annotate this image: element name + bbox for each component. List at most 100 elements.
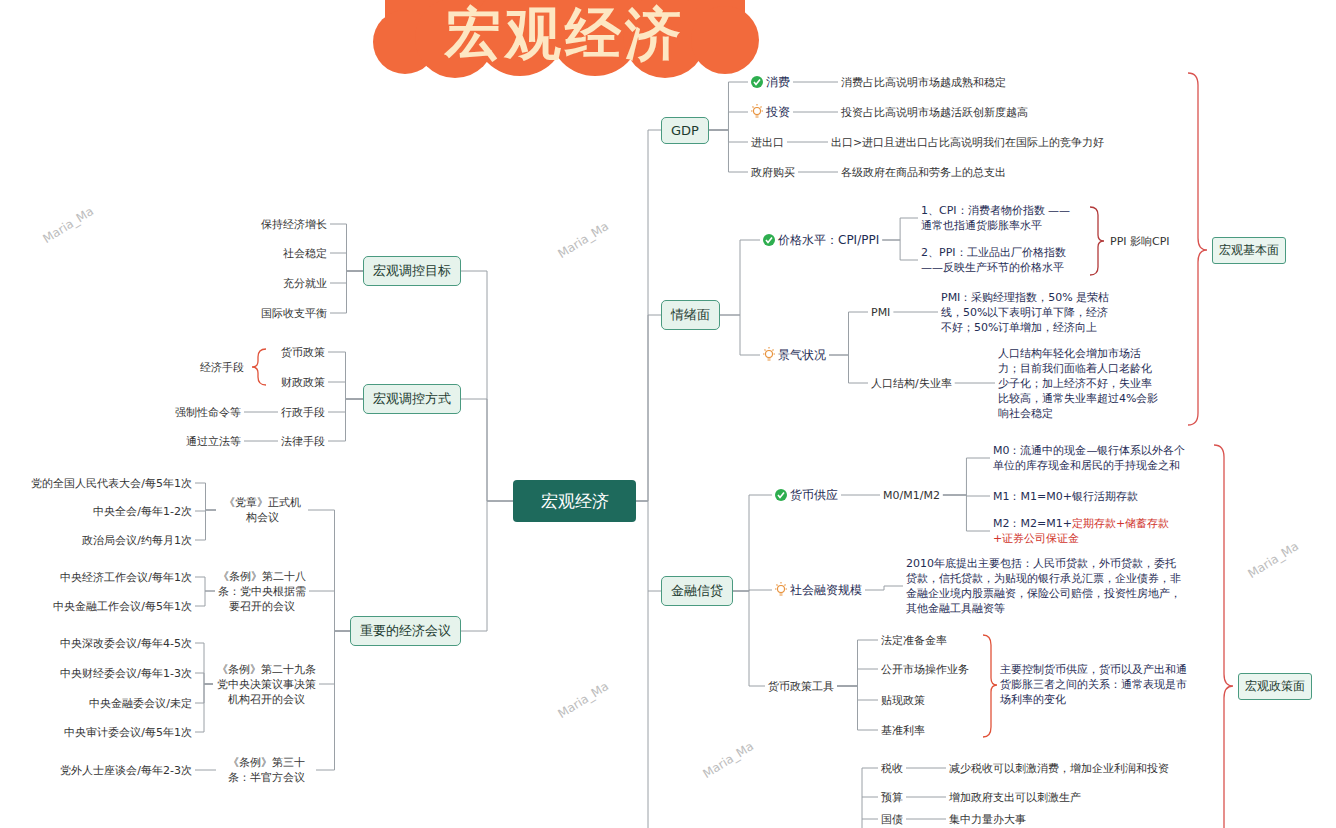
leaf-text: 充分就业 xyxy=(280,275,330,292)
node-text: 《条例》第三十条：半官方会议 xyxy=(219,755,313,785)
node-text: 财政政策 xyxy=(281,375,325,390)
node-text: 税收 xyxy=(881,761,903,776)
watermark: Maria_Ma xyxy=(555,219,611,262)
node-text: 社会稳定 xyxy=(283,246,327,261)
leaf-text: 财政政策 xyxy=(278,374,328,391)
node-text: 法定准备金率 xyxy=(881,633,947,648)
connector xyxy=(709,130,748,172)
label-text: PPI 影响CPI xyxy=(1110,234,1170,249)
node-text: M0/M1/M2 xyxy=(883,488,940,503)
node-text: 中央深改委会议/每年4-5次 xyxy=(60,636,192,651)
connector xyxy=(195,483,216,510)
node-text: 贴现政策 xyxy=(881,693,925,708)
branch-line xyxy=(648,591,878,828)
leaf-text: 法定准备金率 xyxy=(878,632,950,649)
leaf-text: 社会融资规模 xyxy=(772,582,865,599)
connector xyxy=(709,112,748,130)
leaf-text: 集中力量办大事 xyxy=(946,811,1029,828)
leaf-text: 各级政府在商品和劳务上的总支出 xyxy=(838,164,1009,181)
label-text: Maria_Ma xyxy=(40,204,96,247)
branch-box: 情绪面 xyxy=(661,300,720,330)
connector xyxy=(943,495,990,531)
connector xyxy=(837,669,878,686)
node-text: PMI：采购经理指数，50% 是荣枯线，50%以下表明订单下降，经济不好；50%… xyxy=(941,290,1117,335)
leaf-text: 中央深改委会议/每年4-5次 xyxy=(57,635,195,652)
label-text: 主要控制货币供应，货币以及产出和通货膨胀三者之间的关系：通常表现是市场利率的变化 xyxy=(1000,662,1190,707)
node-text: 中央财经委会议/每年1-3次 xyxy=(60,666,192,681)
connector xyxy=(328,382,363,399)
watermark: Maria_Ma xyxy=(700,739,756,782)
connector xyxy=(955,383,995,384)
node-text: 景气状况 xyxy=(778,348,826,363)
leaf-text: 中央财经委会议/每年1-3次 xyxy=(57,665,195,682)
leaf-text: 预算 xyxy=(878,789,906,806)
node-text: 价格水平：CPI/PPI xyxy=(778,233,879,248)
connector xyxy=(893,312,938,313)
connector xyxy=(841,495,880,496)
leaf-text: 货币政策工具 xyxy=(765,678,837,695)
node-text: 2010年底提出主要包括：人民币贷款，外币贷款，委托贷款，信托贷款，为贴现的银行… xyxy=(906,556,1186,616)
leaf-text: PMI xyxy=(868,304,893,321)
watermark: Maria_Ma xyxy=(555,679,611,722)
connector xyxy=(461,399,513,501)
node-text: 货币供应 xyxy=(790,488,838,503)
node-text: 行政手段 xyxy=(281,405,325,420)
connector xyxy=(195,684,213,732)
leaf-text: 公开市场操作业务 xyxy=(878,661,972,678)
check-icon xyxy=(751,76,787,501)
leaf-text: 减少税收可以刺激消费，增加企业利润和投资 xyxy=(946,760,1172,777)
summary-box: 宏观政策面 xyxy=(1238,673,1312,700)
node-text: 政府购买 xyxy=(751,165,795,180)
node-text: 国债 xyxy=(881,812,903,827)
note-text: PMI：采购经理指数，50% 是荣枯线，50%以下表明订单下降，经济不好；50%… xyxy=(938,289,1120,336)
connector xyxy=(195,577,215,591)
node-text: 宏观调控方式 xyxy=(373,390,451,408)
connector xyxy=(461,271,513,501)
leaf-text: 中央金融工作会议/每5年1次 xyxy=(50,598,195,615)
connector xyxy=(636,501,661,591)
node-text: 党外人士座谈会/每年2-3次 xyxy=(60,763,192,778)
node-text: 中央金融委会议/未定 xyxy=(89,696,192,711)
connector xyxy=(906,768,946,769)
node-text: 进出口 xyxy=(751,135,784,150)
connector xyxy=(793,112,838,113)
connector xyxy=(943,458,990,495)
node-text: 集中力量办大事 xyxy=(949,812,1026,827)
title: 宏观经济 xyxy=(445,2,685,66)
leaf-text: 税收 xyxy=(878,760,906,777)
leaf-text: 政府购买 xyxy=(748,164,798,181)
label-text: Maria_Ma xyxy=(555,679,611,722)
connector xyxy=(195,673,213,684)
node-text: 宏观基本面 xyxy=(1219,242,1279,259)
node-text: 充分就业 xyxy=(283,276,327,291)
node-text: 投资 xyxy=(766,105,790,120)
node-text: 中央金融工作会议/每5年1次 xyxy=(53,599,192,614)
leaf-text: 景气状况 xyxy=(760,347,829,364)
leaf-text: 社会稳定 xyxy=(280,245,330,262)
connector xyxy=(328,352,363,399)
leaf-text: 投资 xyxy=(748,104,793,121)
branch-box: 重要的经济会议 xyxy=(350,616,461,646)
watermark: Maria_Ma xyxy=(40,204,96,247)
node-text: 法律手段 xyxy=(281,434,325,449)
node-text: M1：M1=M0+银行活期存款 xyxy=(993,489,1187,504)
connector xyxy=(793,82,838,83)
node-text: 人口结构/失业率 xyxy=(871,376,952,391)
leaf-text: 党外人士座谈会/每年2-3次 xyxy=(57,762,195,779)
central-topic: 宏观经济 xyxy=(513,480,636,522)
label-text: Maria_Ma xyxy=(1245,539,1301,582)
group-text: 《条例》第二十八条：党中央根据需要召开的会议 xyxy=(215,568,309,615)
node-text: 减少税收可以刺激消费，增加企业利润和投资 xyxy=(949,761,1169,776)
label-text: Maria_Ma xyxy=(700,739,756,782)
connector xyxy=(330,224,363,271)
node-text: 人口结构年轻化会增加市场活力；目前我们面临着人口老龄化少子化；加上经济不好，失业… xyxy=(998,346,1160,421)
node-text: M2：M2=M1+ xyxy=(993,517,1072,530)
connector xyxy=(829,355,868,383)
connector xyxy=(798,172,838,173)
leaf-text: 中央审计委会议/每5年1次 xyxy=(61,724,195,741)
label-text: Maria_Ma xyxy=(555,219,611,262)
node-text: 消费 xyxy=(766,75,790,90)
leaf-text: 货币政策 xyxy=(278,344,328,361)
node-text: 2、PPI：工业品出厂价格指数 ——反映生产环节的价格水平 xyxy=(921,245,1087,275)
node-text: 预算 xyxy=(881,790,903,805)
